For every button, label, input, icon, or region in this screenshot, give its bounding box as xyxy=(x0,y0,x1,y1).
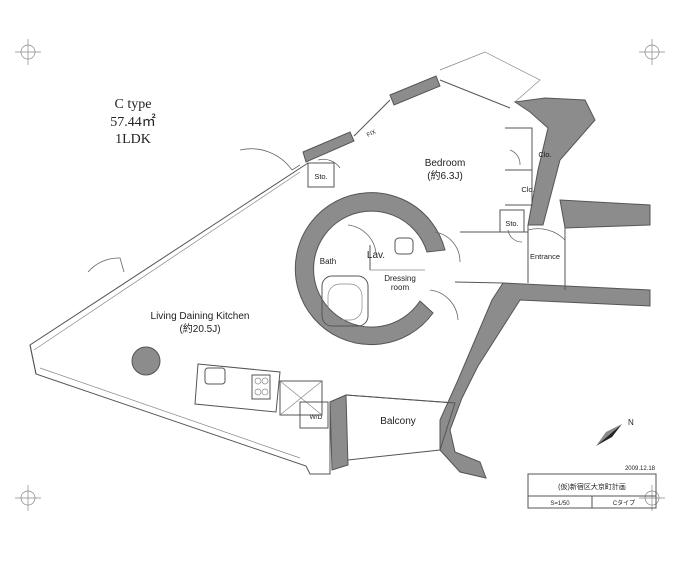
label-bedroom: Bedroom xyxy=(425,158,466,169)
wall-entrance-south xyxy=(439,282,651,479)
label-fix: FIX xyxy=(366,129,377,138)
compass: N xyxy=(596,418,634,446)
doors xyxy=(87,148,566,321)
label-balcony: Balcony xyxy=(380,416,416,427)
wall-north-mid xyxy=(389,75,441,106)
label-lav: Lav. xyxy=(367,250,385,261)
label-sto-right: Sto. xyxy=(505,219,518,228)
label-ldk: Living Daining Kitchen xyxy=(151,311,250,322)
wall-east xyxy=(513,97,596,226)
door-clo xyxy=(509,149,521,166)
title-block-name: (仮)新宿区大京町計画 xyxy=(558,482,626,491)
wall-north-left xyxy=(302,131,355,163)
registration-mark-bottom-right xyxy=(639,485,665,511)
compass-label: N xyxy=(628,418,634,427)
sink xyxy=(204,367,226,385)
unit-layout: 1LDK xyxy=(115,132,151,147)
door-ldk-west xyxy=(87,257,125,273)
title-block-date: 2009.12.18 xyxy=(625,466,656,472)
balcony-area xyxy=(329,394,456,471)
label-sto-left: Sto. xyxy=(314,172,327,181)
outer-walls xyxy=(29,51,651,479)
label-dressing: Dressing xyxy=(384,274,416,283)
label-ldk-size: (約20.5J) xyxy=(179,322,220,335)
title-block-scale: S=1/50 xyxy=(550,501,570,507)
door-sto-right xyxy=(507,229,523,243)
wall-circular xyxy=(294,192,446,346)
toilet xyxy=(394,237,414,255)
cooktop xyxy=(251,374,271,400)
unit-info: C type 57.44㎡ 1LDK xyxy=(110,97,156,147)
label-clo-top: Clo. xyxy=(538,150,551,159)
door-sto xyxy=(317,158,341,169)
bath-core xyxy=(294,192,446,346)
label-bath: Bath xyxy=(320,257,336,266)
title-block-type: Cタイプ xyxy=(613,499,635,507)
registration-mark-top-left xyxy=(15,39,41,65)
title-block: 2009.12.18 (仮)新宿区大京町計画 S=1/50 Cタイプ xyxy=(527,466,657,509)
storage-units xyxy=(307,127,533,233)
door-dressing xyxy=(429,289,459,321)
door-entrance xyxy=(527,228,566,241)
registration-mark-top-right xyxy=(639,39,665,65)
label-dressing-room: room xyxy=(391,283,410,292)
label-clo-bottom: Clo. xyxy=(521,185,534,194)
unit-type: C type xyxy=(115,97,152,112)
label-wd: W/D xyxy=(310,414,323,421)
fridge-space xyxy=(279,380,323,416)
door-ldk-north xyxy=(239,148,301,171)
kitchen-counter xyxy=(194,363,281,413)
door-bedroom xyxy=(434,231,461,263)
registration-mark-bottom-left xyxy=(15,485,41,511)
label-entrance: Entrance xyxy=(530,252,560,261)
column xyxy=(131,346,161,376)
bathtub xyxy=(321,275,369,327)
label-bedroom-size: (約6.3J) xyxy=(427,169,463,182)
registration-marks xyxy=(15,39,665,511)
wall-east-corridor xyxy=(559,199,651,229)
unit-area: 57.44㎡ xyxy=(110,114,156,130)
room-labels: Bedroom (約6.3J) Living Daining Kitchen (… xyxy=(151,129,560,427)
kitchen xyxy=(131,346,329,429)
washer-dryer xyxy=(299,401,329,429)
